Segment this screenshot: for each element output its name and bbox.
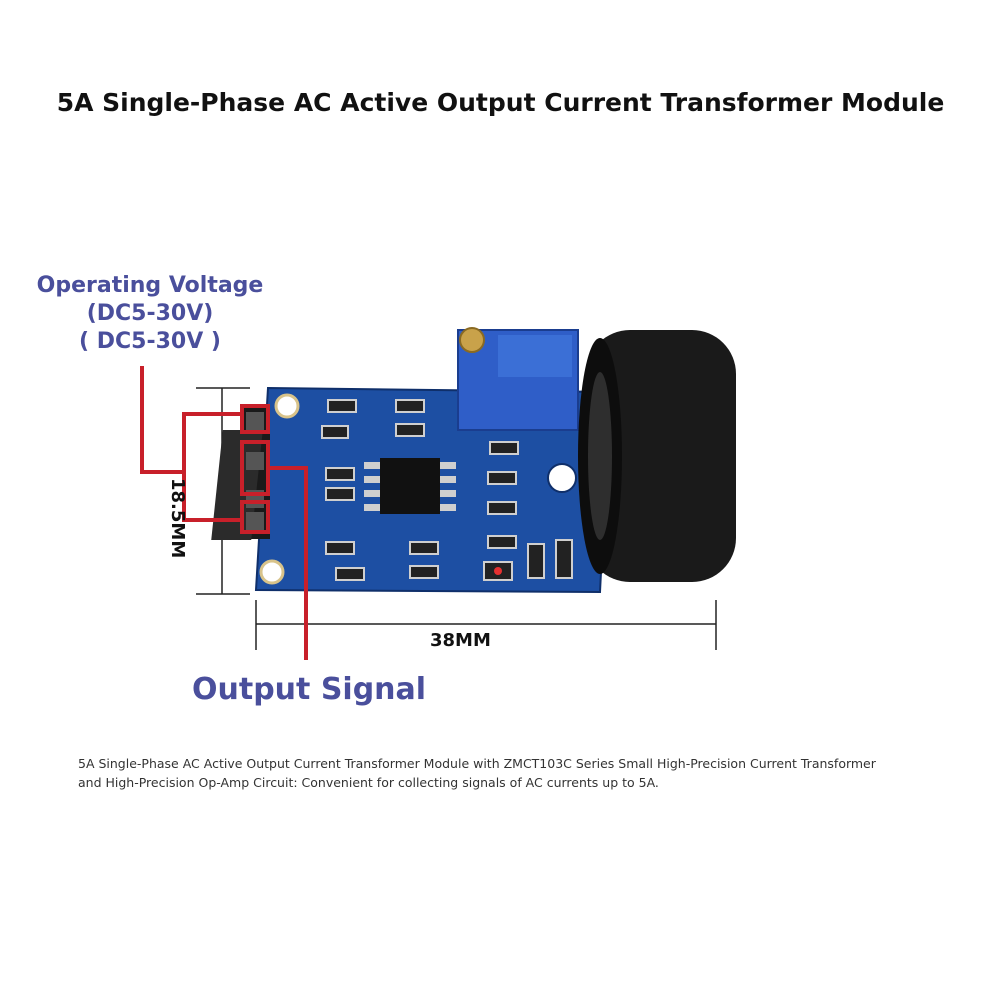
mount-hole-mid (547, 463, 577, 493)
led-indicator (494, 567, 502, 575)
operating-voltage-title: Operating Voltage (36, 273, 264, 298)
mount-hole-top (274, 393, 300, 419)
voltage-range-line-1: (DC5-30V) (86, 301, 214, 326)
current-transformer (578, 330, 736, 582)
output-signal-label: Output Signal (192, 672, 427, 707)
op-amp-chip (364, 458, 456, 514)
voltage-range-line-2: ( DC5-30V ) (79, 329, 221, 354)
description-text: 5A Single-Phase AC Active Output Current… (78, 756, 876, 790)
height-dimension-label: 18.5MM (167, 478, 188, 559)
smd-components (321, 399, 573, 581)
operating-voltage-label: Operating Voltage (DC5-30V) ( DC5-30V ) (20, 272, 280, 356)
mount-hole-bottom (259, 559, 285, 585)
page-title: 5A Single-Phase AC Active Output Current… (56, 88, 945, 117)
potentiometer (457, 327, 579, 431)
pin-markers (140, 366, 308, 660)
trim-screw (459, 327, 485, 353)
width-dimension-label: 38MM (430, 630, 491, 651)
